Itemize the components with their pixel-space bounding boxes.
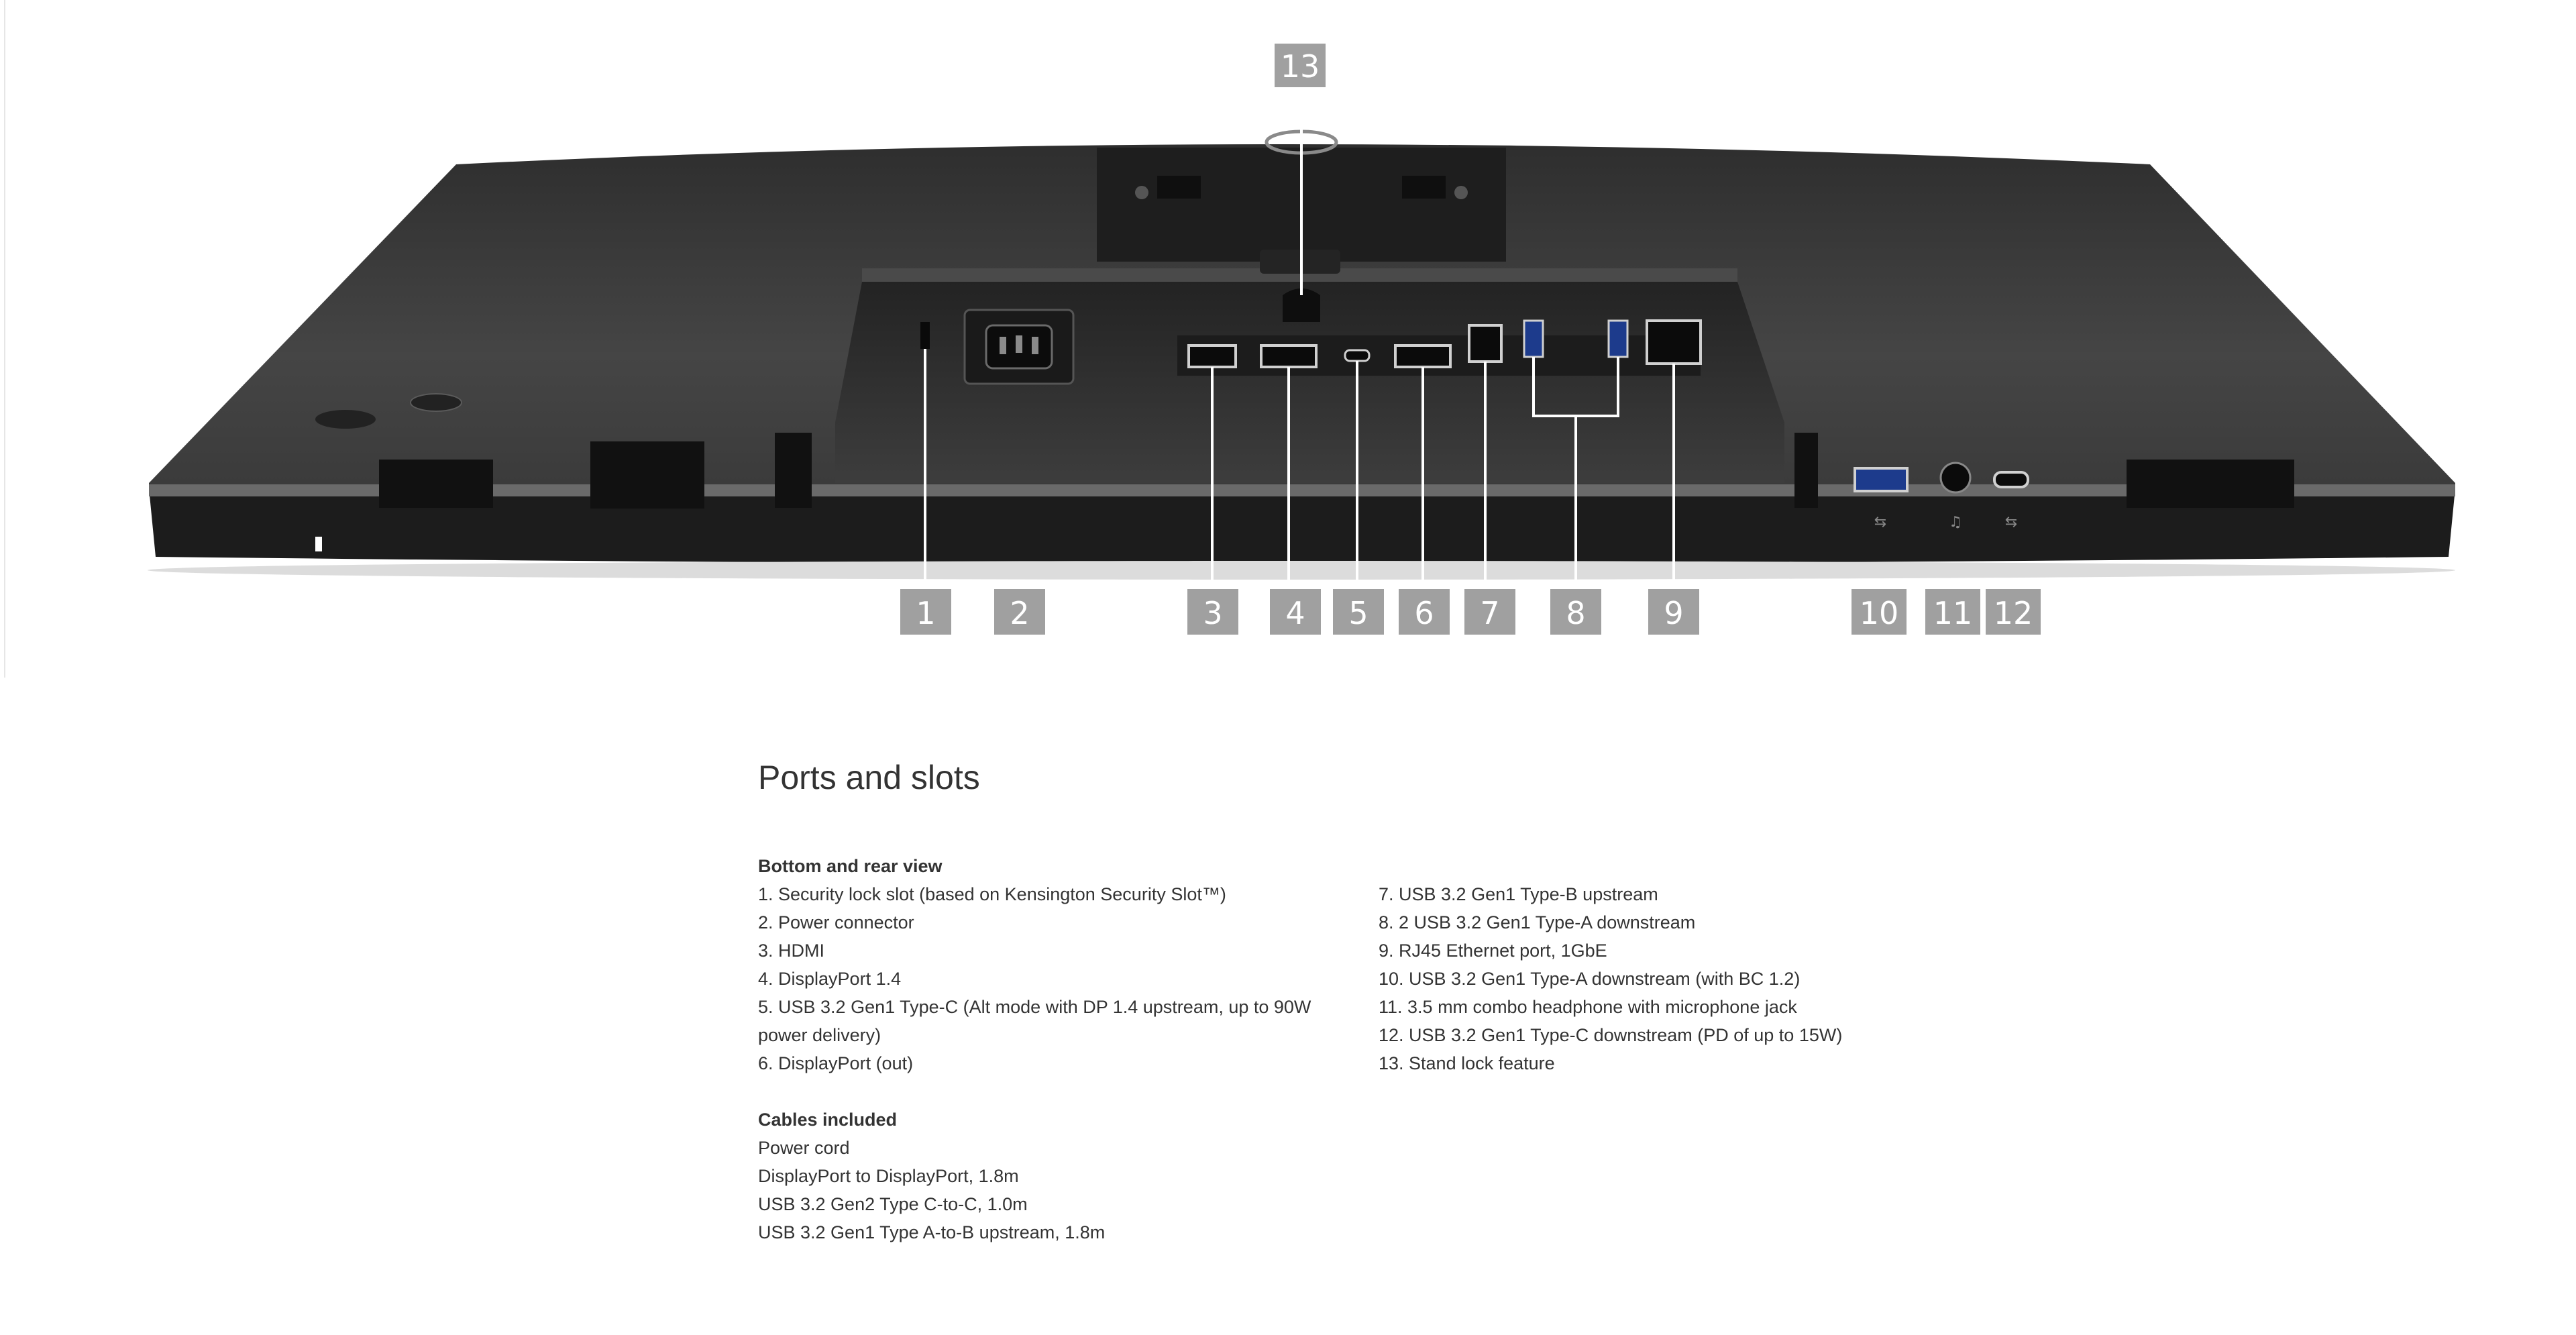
callout-label: 9 xyxy=(1664,595,1683,631)
displayport-in xyxy=(1260,344,1318,368)
callout-label: 12 xyxy=(1994,595,2033,631)
list-item: USB 3.2 Gen1 Type A-to-B upstream, 1.8m xyxy=(758,1222,1106,1242)
list-item: 13. Stand lock feature xyxy=(1379,1053,1555,1073)
headphone-icon: ♫ xyxy=(1949,514,1962,531)
callout-label: 1 xyxy=(916,595,935,631)
callout-1: 1 xyxy=(900,589,951,635)
list-item: 3. HDMI xyxy=(758,941,825,961)
usb-b-port xyxy=(1468,324,1503,363)
callout-8: 8 xyxy=(1550,589,1601,635)
callout-10: 10 xyxy=(1851,589,1907,635)
audio-jack xyxy=(1939,462,1972,494)
callout-3: 3 xyxy=(1187,589,1238,635)
section-title: Ports and slots xyxy=(758,759,980,796)
callout-7: 7 xyxy=(1464,589,1515,635)
list-item: 9. RJ45 Ethernet port, 1GbE xyxy=(1379,941,1607,961)
monitor-rear-figure: ⇆ ♫ ⇆ 13 1 2 3 4 5 6 xyxy=(4,0,2455,678)
list-item: USB 3.2 Gen2 Type C-to-C, 1.0m xyxy=(758,1194,1028,1214)
list-item: 2. Power connector xyxy=(758,912,914,932)
callout-5: 5 xyxy=(1333,589,1384,635)
hdmi-port xyxy=(1187,344,1237,368)
leader-lines xyxy=(924,91,1675,589)
callout-label: 7 xyxy=(1480,595,1499,631)
list-item: 1. Security lock slot (based on Kensingt… xyxy=(758,884,1226,904)
list-item: 10. USB 3.2 Gen1 Type-A downstream (with… xyxy=(1379,969,1801,989)
rj45-port xyxy=(1646,319,1702,365)
bottom-rear-heading: Bottom and rear view xyxy=(758,856,943,876)
list-item: 4. DisplayPort 1.4 xyxy=(758,969,902,989)
list-item: 5. USB 3.2 Gen1 Type-C (Alt mode with DP… xyxy=(758,997,1311,1045)
ports-left-column: Bottom and rear view 1. Security lock sl… xyxy=(758,852,1348,1246)
callout-label: 6 xyxy=(1414,595,1434,631)
security-slot xyxy=(920,322,930,349)
usb-a-rear-1 xyxy=(1523,319,1544,358)
displayport-out xyxy=(1394,344,1452,368)
callout-9: 9 xyxy=(1648,589,1699,635)
callout-label: 13 xyxy=(1281,48,1320,85)
callout-label: 3 xyxy=(1203,595,1222,631)
monitor-bottom-edge xyxy=(149,488,2455,564)
callout-label: 10 xyxy=(1860,595,1899,631)
list-item: Power cord xyxy=(758,1138,850,1158)
callout-4: 4 xyxy=(1270,589,1321,635)
list-item: 6. DisplayPort (out) xyxy=(758,1053,914,1073)
ports-right-column: 7. USB 3.2 Gen1 Type-B upstream 8. 2 USB… xyxy=(1379,852,1982,1077)
callout-label: 5 xyxy=(1348,595,1368,631)
callout-11: 11 xyxy=(1925,589,1980,635)
stand-lock xyxy=(1283,288,1320,322)
callout-label: 11 xyxy=(1933,595,1973,631)
callout-2: 2 xyxy=(994,589,1045,635)
usb-c-port xyxy=(1344,349,1371,362)
usb-c-front xyxy=(1993,471,2029,488)
list-item: 7. USB 3.2 Gen1 Type-B upstream xyxy=(1379,884,1658,904)
callout-13: 13 xyxy=(1275,44,1326,87)
list-item: 11. 3.5 mm combo headphone with micropho… xyxy=(1379,997,1797,1017)
usb-ss-icon: ⇆ xyxy=(1874,514,1886,531)
ports-info-section: Ports and slots Bottom and rear view 1. … xyxy=(758,758,2234,1242)
usb-a-front xyxy=(1854,467,1909,492)
callout-6: 6 xyxy=(1399,589,1450,635)
cables-heading: Cables included xyxy=(758,1110,898,1130)
usb-icon: ⇆ xyxy=(2005,514,2017,531)
callout-label: 8 xyxy=(1566,595,1585,631)
list-item: DisplayPort to DisplayPort, 1.8m xyxy=(758,1166,1019,1186)
callout-label: 4 xyxy=(1285,595,1305,631)
usb-a-rear-2 xyxy=(1607,319,1629,358)
list-item: 8. 2 USB 3.2 Gen1 Type-A downstream xyxy=(1379,912,1696,932)
callout-12: 12 xyxy=(1986,589,2041,635)
monitor-rear-illustration: ⇆ ♫ ⇆ 13 1 2 3 4 5 6 xyxy=(4,0,2455,678)
vent-left xyxy=(379,433,2294,509)
list-item: 12. USB 3.2 Gen1 Type-C downstream (PD o… xyxy=(1379,1025,1843,1045)
callout-label: 2 xyxy=(1010,595,1029,631)
